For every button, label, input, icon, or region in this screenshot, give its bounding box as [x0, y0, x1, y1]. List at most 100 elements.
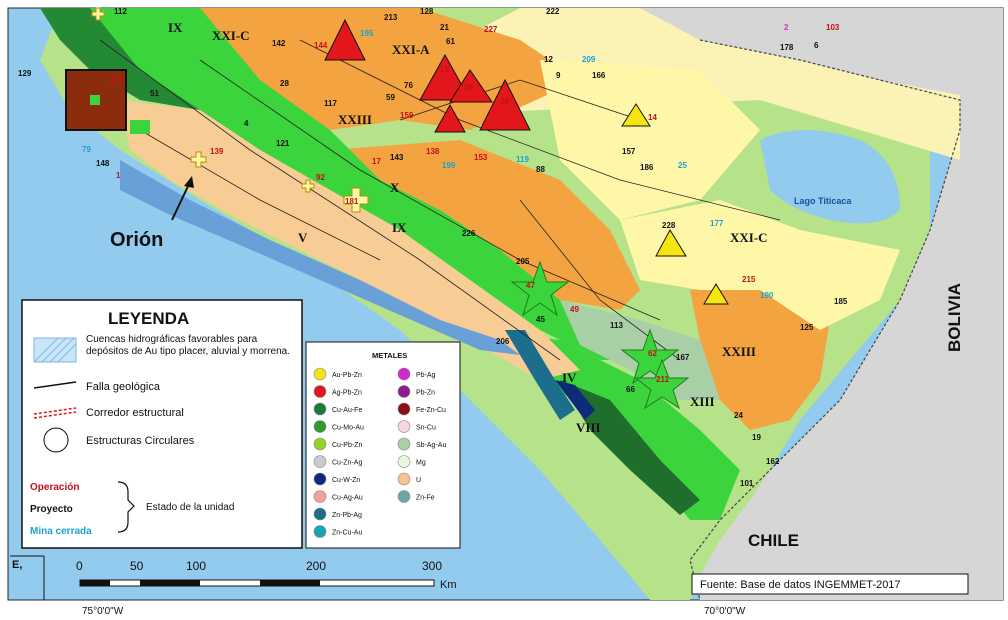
unit-id: 119	[516, 155, 529, 164]
unit-id: 206	[496, 337, 510, 346]
unit-id: 45	[536, 315, 545, 324]
metal-swatch	[397, 455, 411, 468]
metal-swatch	[313, 472, 327, 486]
legend-circle-icon	[43, 427, 69, 453]
belt-green	[90, 8, 650, 360]
legend-corridor-line	[33, 407, 77, 415]
legend-status-operation: Operación	[30, 482, 79, 493]
unit-id: 117	[324, 99, 337, 108]
metals-title: METALES	[372, 351, 407, 360]
unit-id: 101	[740, 479, 754, 488]
scale-tick-0: 0	[76, 559, 83, 573]
scale-unit: Km	[440, 579, 457, 591]
fault-lines	[99, 39, 781, 361]
metal-label: Cu-Pb-Zn	[332, 442, 362, 449]
unit-id: 125	[800, 323, 814, 332]
region-label: XXI-C	[730, 230, 768, 245]
country-label-chile: CHILE	[748, 531, 799, 550]
belt-cu-w	[555, 380, 595, 420]
legend-title: LEYENDA	[108, 309, 189, 328]
metal-swatch	[397, 385, 411, 398]
unit-id: 21	[440, 23, 449, 32]
unit-id-labels: 112 213 128 21 61 227 222 2 103 178 6 14…	[18, 7, 848, 488]
metal-swatch	[397, 437, 411, 451]
metals-legend: METALES Au-Pb-ZnAg-Pb-ZnCu-Au-FeCu-Mo-Au…	[305, 341, 461, 549]
legend-status-heading: Estado de la unidad	[146, 502, 234, 513]
unit-id: 6	[814, 41, 819, 50]
belt-orange-south	[690, 280, 830, 430]
unit-id: 79	[82, 145, 91, 154]
region-label: XXIII	[722, 344, 756, 359]
international-border	[689, 39, 961, 601]
unit-id: 9	[556, 71, 561, 80]
unit-id: 185	[834, 297, 848, 306]
metal-swatch	[313, 367, 327, 381]
unit-id: 209	[582, 55, 596, 64]
region-label: VIII	[576, 420, 601, 435]
metal-label: Zn-Cu-Au	[332, 530, 362, 537]
unit-id: 148	[96, 159, 110, 168]
metal-label: Ag-Pb-Zn	[332, 390, 362, 397]
unit-id: 92	[316, 173, 325, 182]
operation-markers	[324, 18, 729, 305]
metal-swatch	[313, 525, 327, 538]
unit-id: 1	[116, 171, 121, 180]
unit-id: 177	[710, 219, 724, 228]
metal-swatch	[313, 490, 327, 503]
metal-label: Cu-Zn-Ag	[332, 460, 362, 467]
unit-id: 139	[210, 147, 224, 156]
unit-id: 129	[18, 69, 32, 78]
coastal-strip	[120, 160, 520, 355]
unit-id: 143	[390, 153, 404, 162]
metal-label: U	[416, 477, 421, 484]
metal-swatch	[313, 420, 327, 433]
unit-id: 195	[360, 29, 374, 38]
unit-id: 88	[536, 165, 545, 174]
unit-id: 178	[780, 43, 794, 52]
longitude-label-70w: 70°0'0"W	[704, 606, 746, 617]
country-label-bolivia: BOLIVIA	[945, 283, 964, 352]
legend-circles-text: Estructuras Circulares	[86, 435, 195, 447]
region-label: XXI-A	[392, 42, 430, 57]
legend-fault-line	[33, 381, 77, 389]
scale-tick-50: 50	[130, 559, 144, 573]
unit-id: 62	[648, 349, 657, 358]
unit-id: 181	[345, 197, 359, 206]
region-label: V	[298, 230, 308, 245]
scale-tick-300: 300	[422, 559, 442, 573]
region-label: IX	[168, 20, 183, 35]
unit-id: 24	[734, 411, 743, 420]
belt-peach	[120, 100, 580, 380]
legend-status-project: Proyecto	[30, 504, 73, 515]
metal-swatch	[313, 385, 327, 398]
unit-id: 61	[446, 37, 455, 46]
longitude-label-75w: 75°0'0"W	[82, 606, 124, 617]
unit-id: 205	[516, 257, 530, 266]
metal-label: Cu-W-Zn	[332, 477, 360, 484]
unit-id: 16	[464, 83, 473, 92]
legend-fault-text: Falla geológica	[86, 381, 161, 393]
unit-id: 49	[570, 305, 579, 314]
metal-label: Cu-Ag-Au	[332, 495, 363, 502]
legend-corridor-text: Corredor estructural	[86, 407, 184, 419]
metal-swatch	[313, 507, 327, 521]
region-label: IX	[392, 220, 407, 235]
legend-status-closed: Mina cerrada	[30, 526, 92, 537]
project-crosses	[91, 7, 369, 213]
unit-id: 190	[760, 291, 774, 300]
metal-label: Cu-Au-Fe	[332, 407, 362, 414]
metal-label: Sb-Ag-Au	[416, 442, 446, 449]
unit-id: 19	[752, 433, 761, 442]
region-label: XIII	[690, 394, 715, 409]
project-stars	[510, 260, 690, 410]
region-label: XXIII	[338, 112, 372, 127]
unit-id: 51	[150, 89, 159, 98]
unit-id: 4	[244, 119, 249, 128]
unit-id: 215	[742, 275, 756, 284]
metal-label: Mg	[416, 460, 426, 467]
unit-id: 211	[656, 375, 669, 384]
metal-label: Sn-Cu	[416, 425, 436, 432]
metal-swatch	[313, 455, 327, 468]
unit-id: 228	[662, 221, 676, 230]
unit-id: 17	[372, 157, 381, 166]
